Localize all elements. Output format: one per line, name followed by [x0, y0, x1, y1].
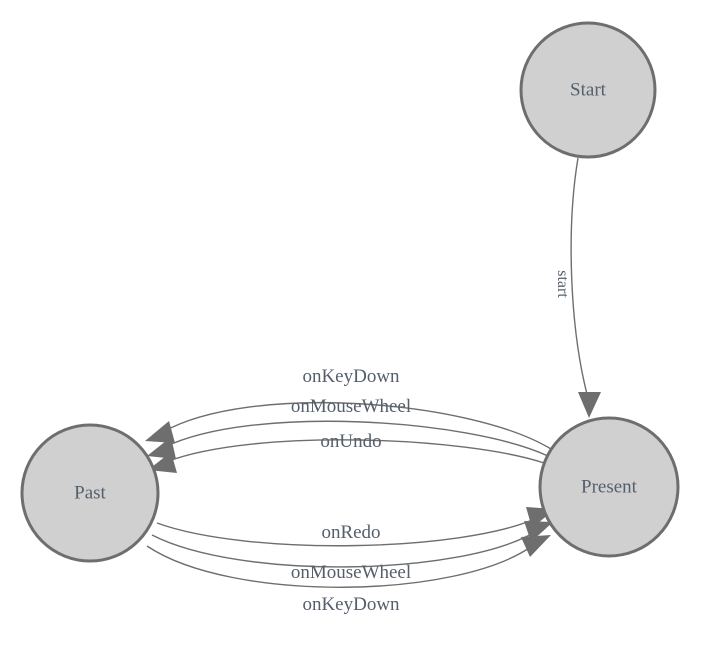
- edge-undo[interactable]: onUndo: [148, 431, 545, 473]
- edge-start-label: start: [554, 270, 571, 298]
- edge-mousewheel-back-path: [164, 420, 549, 457]
- edge-keydown-fwd-path: [146, 545, 533, 588]
- edge-redo[interactable]: onRedo: [156, 507, 555, 547]
- edge-start-path: [570, 157, 589, 399]
- node-present[interactable]: Present: [538, 416, 680, 558]
- edge-keydown-back-arrowhead: [145, 421, 175, 443]
- node-past[interactable]: Past: [20, 423, 160, 563]
- edge-mousewheel-back[interactable]: onMouseWheel: [147, 396, 549, 459]
- edge-mousewheel-fwd-label: onMouseWheel: [291, 562, 411, 583]
- node-past-circle: [20, 423, 160, 563]
- edge-start[interactable]: start: [554, 157, 601, 418]
- node-present-label: Present: [581, 476, 638, 497]
- edge-keydown-fwd[interactable]: onKeyDown: [146, 535, 551, 615]
- edge-mousewheel-back-label: onMouseWheel: [291, 396, 411, 417]
- edge-redo-label: onRedo: [321, 522, 380, 543]
- edge-keydown-back[interactable]: onKeyDown: [145, 366, 552, 450]
- edge-mousewheel-fwd-path: [151, 531, 536, 568]
- edge-keydown-back-path: [162, 401, 552, 450]
- node-start-label: Start: [570, 79, 607, 100]
- edge-start-arrowhead: [578, 392, 601, 418]
- edge-mousewheel-back-arrowhead: [147, 437, 176, 459]
- node-start-circle: [519, 21, 657, 159]
- node-past-label: Past: [74, 482, 106, 503]
- edge-keydown-fwd-label: onKeyDown: [302, 594, 400, 615]
- node-start[interactable]: Start: [519, 21, 657, 159]
- edge-keydown-fwd-arrowhead: [521, 535, 551, 557]
- edge-undo-arrowhead: [148, 452, 177, 473]
- edge-keydown-back-label: onKeyDown: [302, 366, 400, 387]
- node-present-circle: [538, 416, 680, 558]
- edge-redo-path: [156, 517, 538, 547]
- edge-undo-path: [165, 439, 545, 464]
- edge-undo-label: onUndo: [320, 431, 381, 452]
